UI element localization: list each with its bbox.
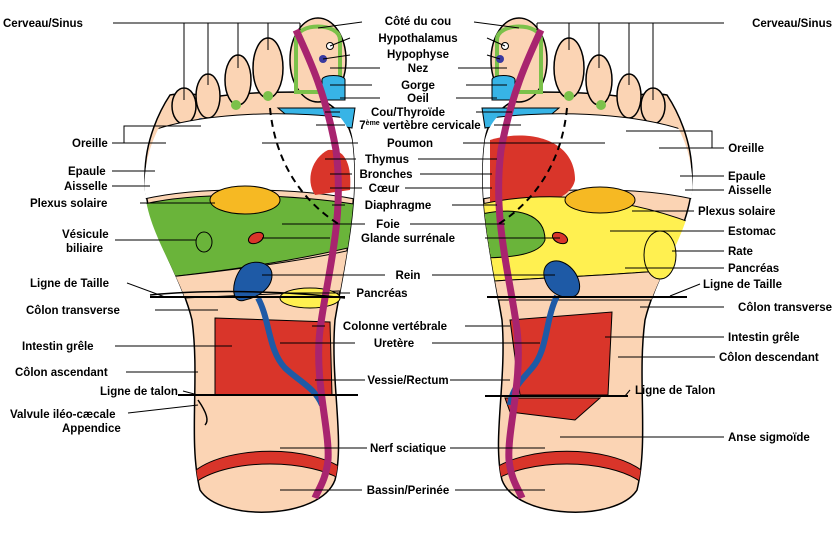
label-bronches: Bronches bbox=[359, 169, 412, 181]
label-poumon: Poumon bbox=[387, 138, 433, 150]
label-cerveau-sinus-right: Cerveau/Sinus bbox=[752, 18, 832, 30]
label-pancreas-right: Pancréas bbox=[728, 263, 779, 275]
label-intestin-grele-left: Intestin grêle bbox=[22, 341, 94, 353]
left-lung-zone bbox=[144, 113, 355, 201]
right-liver-zone bbox=[482, 210, 546, 259]
right-brain-zone bbox=[495, 24, 543, 94]
label-foie: Foie bbox=[376, 219, 400, 231]
left-heart-dash bbox=[269, 107, 341, 226]
left-spine bbox=[292, 28, 342, 500]
label-aisselle-right: Aisselle bbox=[728, 185, 771, 197]
label-valvule: Valvule iléo-cæcale bbox=[10, 409, 115, 421]
left-throat-zone bbox=[321, 75, 346, 101]
left-intestine-zone bbox=[214, 317, 333, 396]
label-coeur: Cœur bbox=[369, 183, 400, 195]
label-ligne-de-talon-right: Ligne de Talon bbox=[635, 385, 715, 397]
label-diaphragme: Diaphragme bbox=[365, 200, 431, 212]
label-hypophyse: Hypophyse bbox=[387, 49, 449, 61]
label-cou-thyroide: Cou/Thyroïde bbox=[371, 107, 445, 119]
leader-lines bbox=[112, 21, 724, 491]
label-colon-transverse-left: Côlon transverse bbox=[26, 305, 120, 317]
label-oreille-right: Oreille bbox=[728, 143, 764, 155]
label-vesicule: Vésicule bbox=[62, 229, 109, 241]
left-solar-plexus bbox=[209, 185, 281, 215]
label-aisselle-left: Aisselle bbox=[64, 181, 107, 193]
label-colon-descendant: Côlon descendant bbox=[719, 352, 819, 364]
right-toe-dot-a bbox=[564, 91, 574, 101]
label-estomac: Estomac bbox=[728, 226, 777, 238]
left-ureter bbox=[255, 296, 325, 407]
label-bassin-perinee: Bassin/Perinée bbox=[367, 485, 449, 497]
left-foot bbox=[144, 17, 358, 513]
label-nerf-sciatique: Nerf sciatique bbox=[370, 443, 446, 455]
right-spleen bbox=[643, 230, 677, 280]
label-plexus-solaire-left: Plexus solaire bbox=[30, 198, 107, 210]
label-intestin-grele-right: Intestin grêle bbox=[728, 332, 800, 344]
label-colon-ascendant: Côlon ascendant bbox=[15, 367, 108, 379]
label-pancreas-center: Pancréas bbox=[356, 288, 407, 300]
label-anse-sigmoide: Anse sigmoïde bbox=[728, 432, 810, 444]
label-vessie-rectum: Vessie/Rectum bbox=[367, 375, 448, 387]
left-gallbladder bbox=[195, 231, 213, 253]
label-colonne-vertebrale: Colonne vertébrale bbox=[343, 321, 447, 333]
label-colon-transverse-right: Côlon transverse bbox=[738, 302, 832, 314]
label-hypothalamus: Hypothalamus bbox=[378, 33, 457, 45]
label-ligne-de-taille-right: Ligne de Taille bbox=[703, 279, 782, 291]
label-vertebre-cervicale: 7ème vertèbre cervicale bbox=[359, 120, 480, 132]
label-glande-surrenale: Glande surrénale bbox=[361, 233, 455, 245]
label-ligne-de-talon-left: Ligne de talon bbox=[100, 386, 178, 398]
right-toe-dot-b bbox=[596, 100, 606, 110]
label-plexus-solaire-right: Plexus solaire bbox=[698, 206, 775, 218]
label-epaule-right: Epaule bbox=[728, 171, 766, 183]
right-solar-plexus bbox=[564, 186, 636, 214]
left-toe-dot-a bbox=[263, 91, 273, 101]
label-biliaire: biliaire bbox=[66, 243, 103, 255]
label-cerveau-sinus-left: Cerveau/Sinus bbox=[3, 18, 83, 30]
right-heart-zone bbox=[490, 135, 575, 207]
labels: Cerveau/Sinus Cerveau/Sinus Côté du cou … bbox=[3, 16, 832, 497]
label-gorge: Gorge bbox=[401, 80, 435, 92]
right-kidney bbox=[543, 260, 580, 298]
left-valve-mark bbox=[197, 399, 208, 426]
label-epaule-left: Epaule bbox=[68, 166, 106, 178]
right-heart-dash bbox=[496, 107, 568, 226]
right-spine bbox=[495, 28, 545, 500]
label-thymus: Thymus bbox=[365, 154, 409, 166]
label-rein: Rein bbox=[396, 270, 421, 282]
right-intestine-zone bbox=[509, 311, 613, 396]
label-ligne-de-taille-left: Ligne de Taille bbox=[30, 278, 109, 290]
label-cote-du-cou: Côté du cou bbox=[385, 16, 451, 28]
left-toe-dot-b bbox=[231, 100, 241, 110]
label-appendice: Appendice bbox=[62, 423, 121, 435]
right-sigmoid-zone bbox=[504, 397, 602, 421]
label-uretere: Uretère bbox=[374, 338, 414, 350]
left-adrenal bbox=[247, 231, 265, 245]
left-waist-band bbox=[149, 290, 346, 299]
right-foot bbox=[481, 17, 693, 513]
label-oeil: Oeil bbox=[407, 93, 429, 105]
label-nez: Nez bbox=[408, 63, 429, 75]
label-oreille-left: Oreille bbox=[72, 138, 108, 150]
label-rate: Rate bbox=[728, 246, 753, 258]
